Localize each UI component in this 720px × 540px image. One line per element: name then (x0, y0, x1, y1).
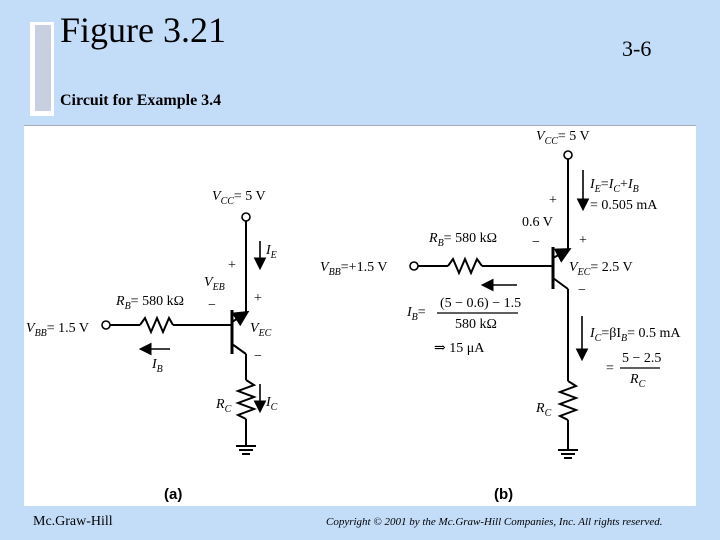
circuit-b-vbb-terminal (409, 261, 419, 271)
circuit-b-plus-top: + (549, 193, 557, 208)
slide-title: Figure 3.21 (60, 10, 226, 50)
circuit-a-rc-label: RC (215, 397, 232, 415)
circuit-b-minus-ec: − (578, 283, 586, 298)
circuit-a-rb-resistor (139, 315, 174, 335)
circuit-b-ib-result: ⇒ 15 μA (434, 341, 485, 356)
circuit-b-ic-eq-line1: IC=βIB= 0.5 mA (589, 326, 681, 344)
circuit-a-emitter-lead (231, 310, 250, 327)
circuit-a-plus-top: + (228, 258, 236, 273)
circuit-a-ie-label: IE (265, 243, 277, 261)
circuit-a-rb-label: RB= 580 kΩ (115, 294, 184, 312)
circuit-b-vcc-terminal (563, 150, 573, 160)
circuit-b-ic-denominator: RC (629, 372, 646, 390)
circuit-a-rc-resistor (235, 379, 257, 420)
circuit-b-rb-resistor (447, 256, 483, 276)
circuit-b-ic-eq2: = (606, 361, 614, 376)
circuit-a-labels: VCC= 5 V IE + VEB − + RB= 580 kΩ VBB= 1.… (26, 189, 278, 503)
circuit-b-plus-ec: + (579, 233, 587, 248)
footer-publisher: Mc.Graw-Hill (33, 514, 113, 529)
circuit-b-ie-eq-line2: = 0.505 mA (590, 198, 658, 213)
circuit-a (101, 212, 267, 455)
circuit-a-vec-label: VEC (250, 321, 272, 339)
circuit-b-vbb-label: VBB=+1.5 V (320, 260, 387, 278)
circuit-b-caption: (b) (494, 486, 513, 503)
figure-panel: VCC= 5 V IE + VEB − + RB= 580 kΩ VBB= 1.… (24, 125, 696, 506)
circuit-a-veb-label: VEB (204, 275, 225, 293)
circuit-b-vcc-label: VCC= 5 V (536, 129, 590, 147)
corner-bar-inner (35, 25, 51, 111)
circuit-b-ic-numerator: 5 − 2.5 (622, 351, 661, 366)
circuit-b-minus-eb: − (532, 235, 540, 250)
circuit-b-ie-eq-line1: IE=IC+IB (589, 177, 639, 195)
circuit-a-minus-eb: − (208, 298, 216, 313)
circuit-b-veb-drop: 0.6 V (522, 215, 553, 230)
circuit-a-plus-ec: + (254, 291, 262, 306)
circuit-b-vec-label: VEC= 2.5 V (569, 260, 633, 278)
circuit-b-ib-numerator: (5 − 0.6) − 1.5 (440, 296, 521, 311)
circuit-b-rc-resistor (557, 380, 579, 421)
circuit-a-vcc-terminal (241, 212, 251, 222)
circuit-b (409, 150, 660, 459)
circuit-b-rc-label: RC (535, 401, 552, 419)
circuit-a-ic-label: IC (265, 395, 278, 413)
footer-copyright: Copyright © 2001 by the Mc.Graw-Hill Com… (326, 516, 663, 528)
circuit-a-ib-label: IB (151, 357, 163, 375)
circuit-a-vcc-label: VCC= 5 V (212, 189, 266, 207)
circuit-b-collector-lead (552, 277, 569, 290)
circuit-b-ib-denominator: 580 kΩ (455, 317, 497, 332)
circuit-b-labels: VCC= 5 V IE=IC+IB = 0.505 mA + 0.6 V − +… (320, 129, 681, 503)
slide-subtitle: Circuit for Example 3.4 (60, 92, 222, 109)
circuit-a-vbb-terminal (101, 320, 111, 330)
circuit-b-ib-lhs: IB= (406, 305, 426, 323)
circuit-figure: VCC= 5 V IE + VEB − + RB= 580 kΩ VBB= 1.… (26, 129, 681, 503)
circuit-a-vbb-label: VBB= 1.5 V (26, 321, 89, 339)
circuit-a-caption: (a) (164, 486, 182, 503)
circuit-a-minus-ec: − (254, 349, 262, 364)
circuit-b-rb-label: RB= 580 kΩ (428, 231, 497, 249)
circuit-a-collector-lead (231, 343, 247, 355)
slide-number: 3-6 (622, 36, 652, 61)
circuit-b-emitter-lead (552, 248, 572, 263)
